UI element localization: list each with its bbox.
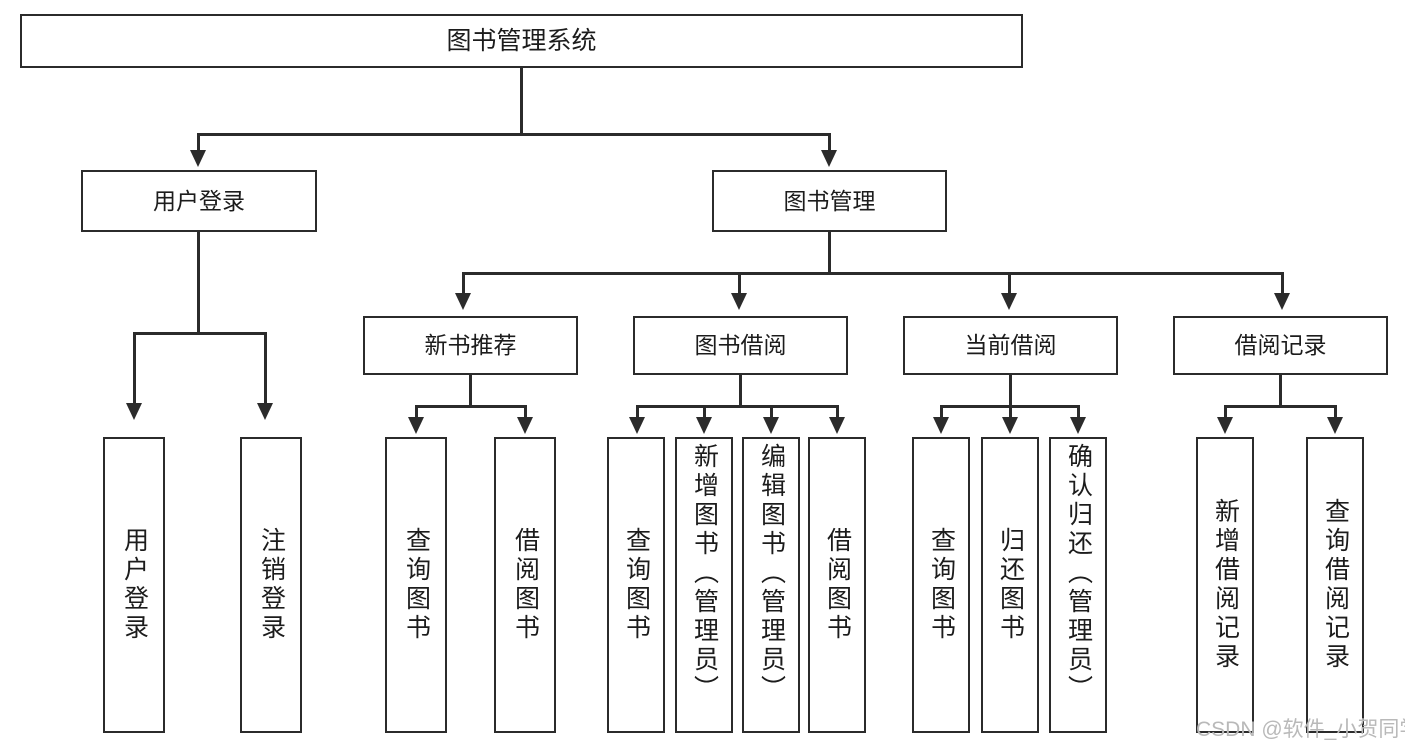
arrow-to-leaf-return-book xyxy=(1002,417,1018,434)
connector-book-borrow-bus xyxy=(636,405,838,408)
node-label: 用户登录 xyxy=(120,527,149,643)
node-leaf-query-book-3[interactable]: 查询图书 xyxy=(912,437,970,733)
arrow-to-leaf-edit-book-admin xyxy=(763,417,779,434)
connector-to-leaf-confirm-return xyxy=(1077,405,1080,418)
node-label: 当前借阅 xyxy=(964,332,1057,359)
connector-to-leaf-add-record xyxy=(1224,405,1227,418)
arrow-to-book-manage xyxy=(821,150,837,167)
arrow-to-new-book-recommend xyxy=(455,293,471,310)
arrow-to-leaf-add-record xyxy=(1217,417,1233,434)
node-label: 查询借阅记录 xyxy=(1321,498,1350,672)
arrow-to-leaf-borrow-book-1 xyxy=(517,417,533,434)
connector-level2-bus xyxy=(197,133,831,136)
connector-to-leaf-return-book xyxy=(1009,405,1012,418)
node-label: 新增图书（管理员） xyxy=(690,443,719,704)
connector-user-login-stem xyxy=(197,232,200,334)
node-label: 图书管理系统 xyxy=(446,26,597,55)
connector-user-login-bus xyxy=(133,332,267,335)
connector-to-new-book-recommend xyxy=(462,272,465,294)
node-user-login[interactable]: 用户登录 xyxy=(81,170,317,232)
connector-root-stem xyxy=(520,68,523,135)
node-label: 注销登录 xyxy=(257,527,286,643)
connector-to-current-borrow xyxy=(1008,272,1011,294)
connector-book-manage-stem xyxy=(828,232,831,274)
connector-borrow-record-bus xyxy=(1224,405,1337,408)
node-label: 查询图书 xyxy=(402,527,431,643)
node-leaf-query-record[interactable]: 查询借阅记录 xyxy=(1306,437,1364,733)
connector-book-borrow-stem xyxy=(739,375,742,407)
node-label: 归还图书 xyxy=(996,527,1025,643)
arrow-to-leaf-query-book-2 xyxy=(629,417,645,434)
connector-to-leaf-query-record xyxy=(1334,405,1337,418)
connector-to-leaf-edit-book-admin xyxy=(770,405,773,418)
arrow-to-leaf-query-book-3 xyxy=(933,417,949,434)
node-label: 新书推荐 xyxy=(424,332,517,359)
arrow-to-leaf-add-book-admin xyxy=(696,417,712,434)
node-leaf-query-book-1[interactable]: 查询图书 xyxy=(385,437,447,733)
arrow-to-current-borrow xyxy=(1001,293,1017,310)
connector-borrow-record-stem xyxy=(1279,375,1282,407)
node-label: 新增借阅记录 xyxy=(1211,498,1240,672)
connector-to-leaf-query-book-3 xyxy=(940,405,943,418)
connector-new-book-recommend-bus xyxy=(415,405,527,408)
node-leaf-edit-book-admin[interactable]: 编辑图书（管理员） xyxy=(742,437,800,733)
arrow-to-leaf-borrow-book-2 xyxy=(829,417,845,434)
connector-to-leaf-user-login xyxy=(133,332,136,404)
node-label: 查询图书 xyxy=(927,527,956,643)
arrow-to-leaf-query-book-1 xyxy=(408,417,424,434)
node-new-book-recommend[interactable]: 新书推荐 xyxy=(363,316,578,375)
connector-to-leaf-query-book-2 xyxy=(636,405,639,418)
arrow-to-leaf-user-login xyxy=(126,403,142,420)
node-label: 图书借阅 xyxy=(694,332,787,359)
node-leaf-borrow-book-2[interactable]: 借阅图书 xyxy=(808,437,866,733)
connector-current-borrow-stem xyxy=(1009,375,1012,407)
connector-to-book-manage xyxy=(828,133,831,151)
connector-to-borrow-record xyxy=(1281,272,1284,294)
node-label: 借阅图书 xyxy=(511,527,540,643)
arrow-to-leaf-query-record xyxy=(1327,417,1343,434)
connector-to-leaf-borrow-book-2 xyxy=(836,405,839,418)
node-book-manage[interactable]: 图书管理 xyxy=(712,170,947,232)
node-root-system[interactable]: 图书管理系统 xyxy=(20,14,1023,68)
node-leaf-add-record[interactable]: 新增借阅记录 xyxy=(1196,437,1254,733)
connector-to-leaf-borrow-book-1 xyxy=(524,405,527,418)
node-leaf-user-login[interactable]: 用户登录 xyxy=(103,437,165,733)
node-borrow-record[interactable]: 借阅记录 xyxy=(1173,316,1388,375)
arrow-to-leaf-confirm-return xyxy=(1070,417,1086,434)
node-label: 用户登录 xyxy=(153,187,245,214)
connector-new-book-recommend-stem xyxy=(469,375,472,407)
arrow-to-borrow-record xyxy=(1274,293,1290,310)
arrow-to-leaf-logout xyxy=(257,403,273,420)
node-label: 查询图书 xyxy=(622,527,651,643)
node-leaf-logout[interactable]: 注销登录 xyxy=(240,437,302,733)
connector-to-leaf-add-book-admin xyxy=(703,405,706,418)
node-label: 借阅记录 xyxy=(1234,332,1327,359)
connector-level3-bus xyxy=(462,272,1284,275)
node-label: 图书管理 xyxy=(783,187,876,214)
node-label: 借阅图书 xyxy=(823,527,852,643)
node-leaf-borrow-book-1[interactable]: 借阅图书 xyxy=(494,437,556,733)
connector-to-leaf-logout xyxy=(264,332,267,404)
connector-to-book-borrow xyxy=(738,272,741,294)
node-leaf-confirm-return[interactable]: 确认归还（管理员） xyxy=(1049,437,1107,733)
arrow-to-user-login xyxy=(190,150,206,167)
node-current-borrow[interactable]: 当前借阅 xyxy=(903,316,1118,375)
arrow-to-book-borrow xyxy=(731,293,747,310)
node-label: 确认归还（管理员） xyxy=(1064,443,1093,704)
connector-to-user-login xyxy=(197,133,200,151)
node-book-borrow[interactable]: 图书借阅 xyxy=(633,316,848,375)
node-leaf-add-book-admin[interactable]: 新增图书（管理员） xyxy=(675,437,733,733)
connector-to-leaf-query-book-1 xyxy=(415,405,418,418)
node-leaf-query-book-2[interactable]: 查询图书 xyxy=(607,437,665,733)
node-leaf-return-book[interactable]: 归还图书 xyxy=(981,437,1039,733)
node-label: 编辑图书（管理员） xyxy=(757,443,786,704)
